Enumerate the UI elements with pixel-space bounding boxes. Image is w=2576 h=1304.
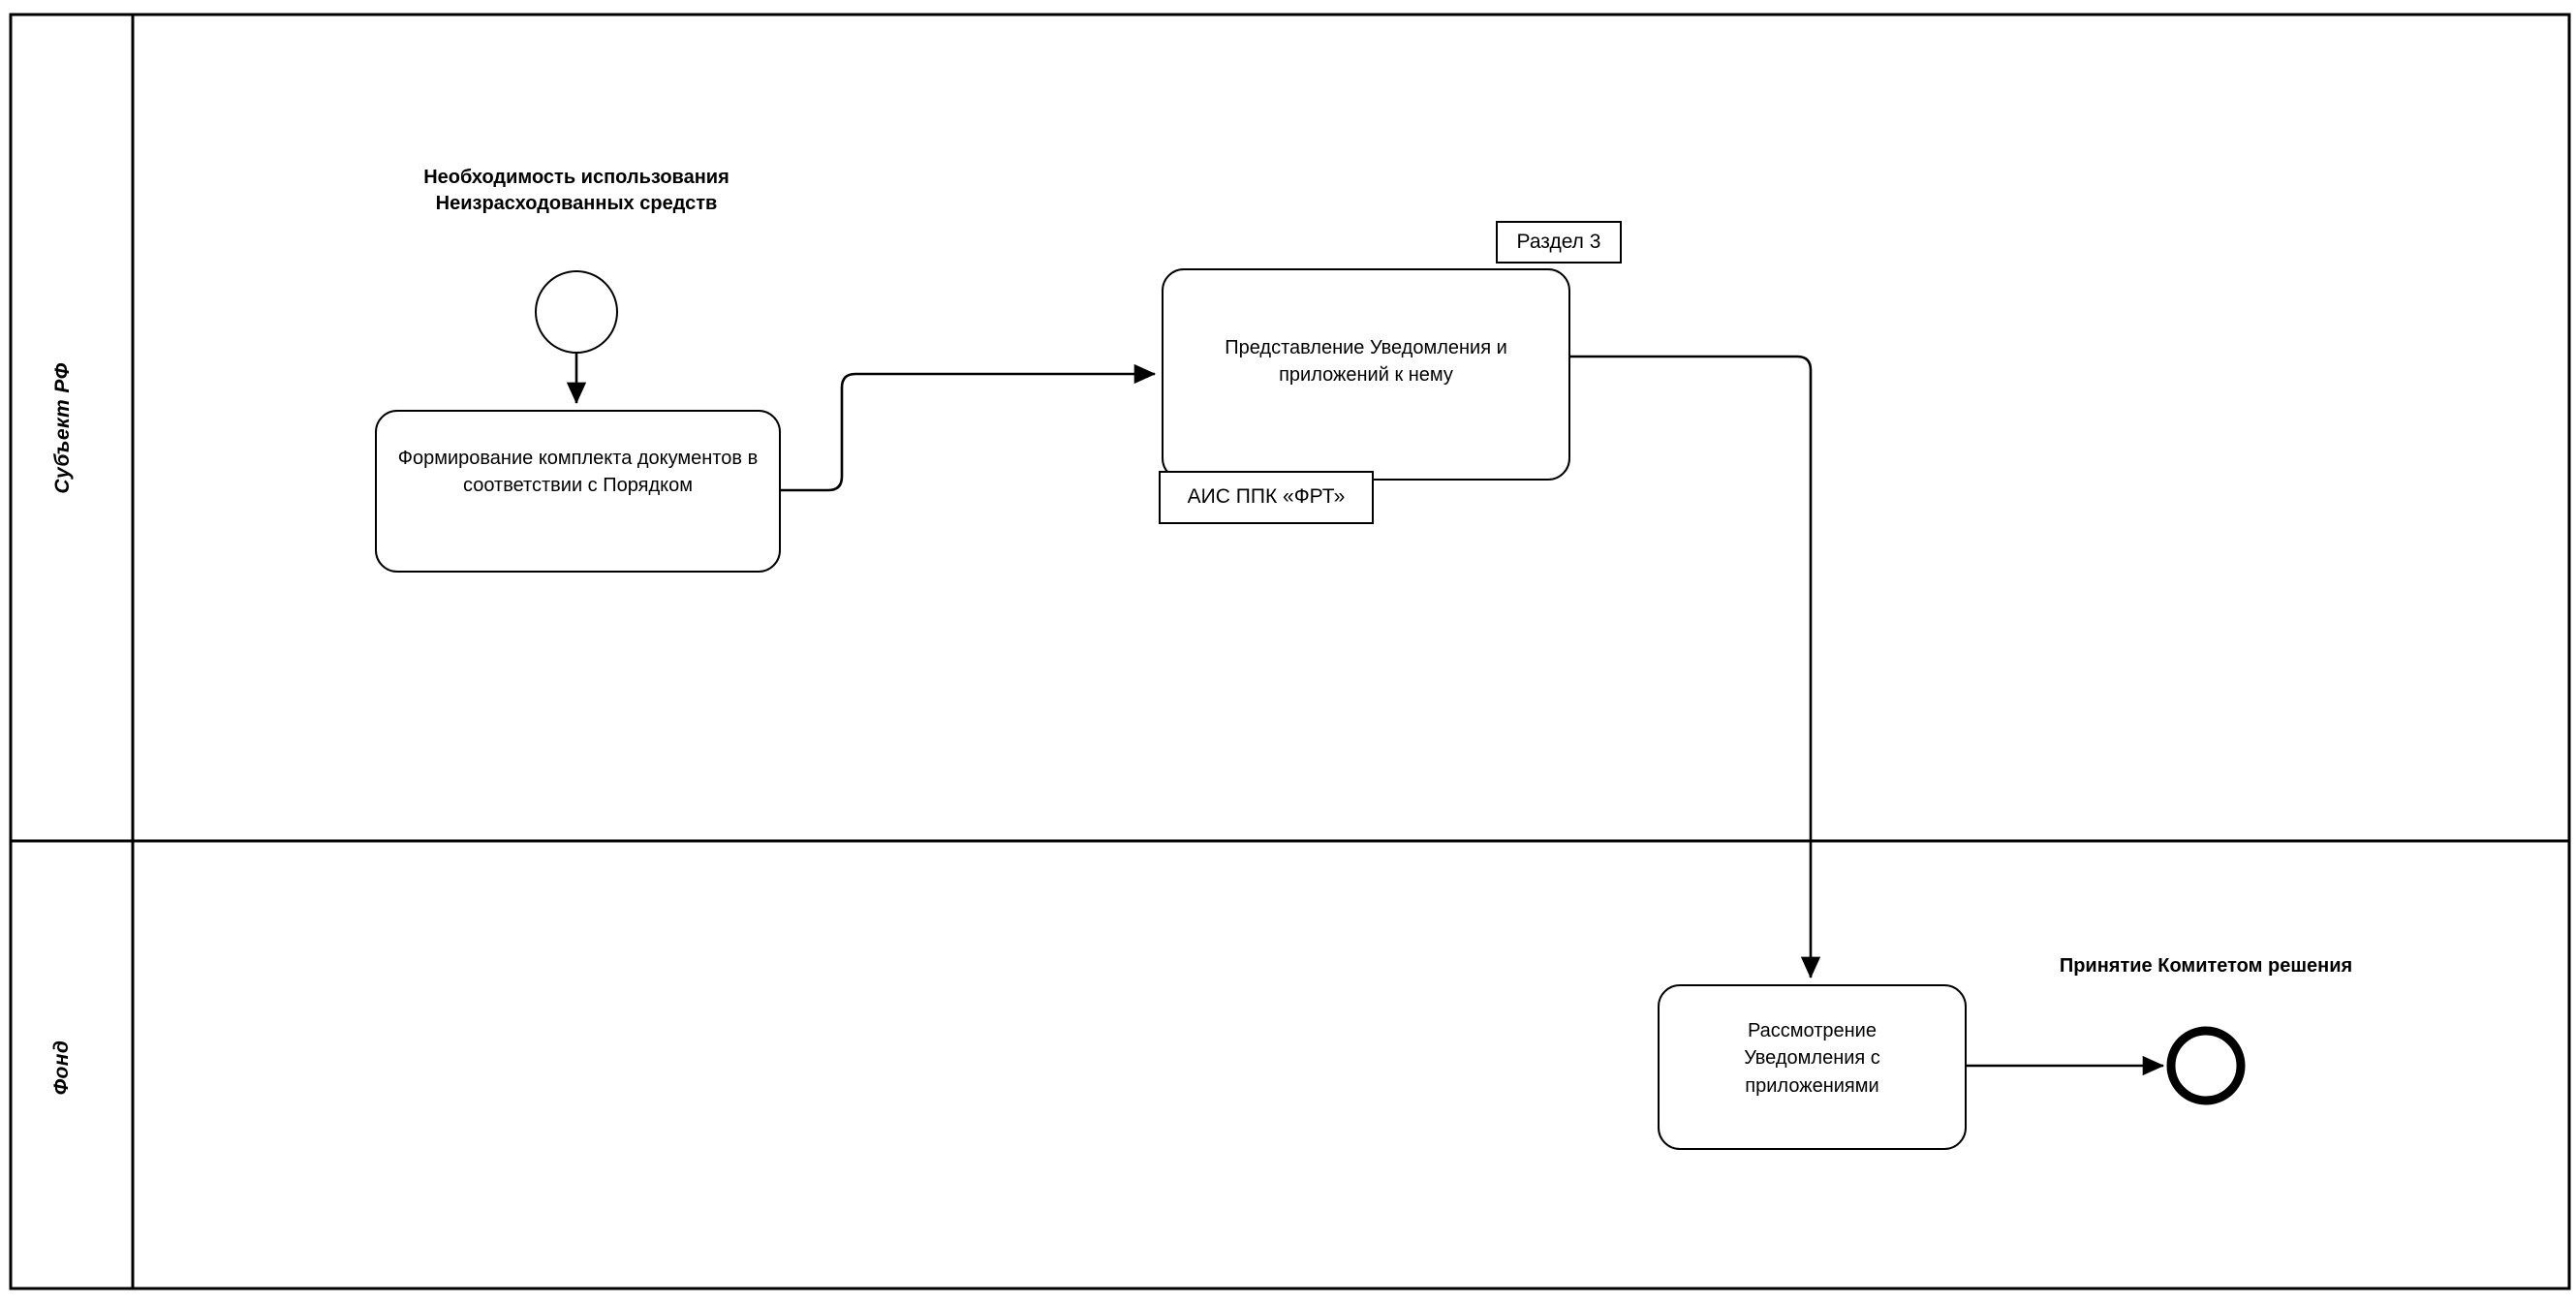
annotation-system-box[interactable] — [1159, 471, 1374, 524]
annotation-section-box[interactable] — [1496, 221, 1622, 264]
lane-label-fund: Фонд — [50, 1040, 73, 1096]
end-event-label: Принятие Комитетом решения — [2059, 955, 2353, 977]
task-review-notification[interactable] — [1658, 984, 1967, 1150]
task-form-documents[interactable] — [375, 410, 781, 573]
pool-border — [9, 13, 2571, 1290]
lane-label-subject: Субъект РФ — [51, 362, 74, 494]
start-event[interactable] — [535, 270, 618, 354]
start-event-label: Необходимость использования Неизрасходов… — [423, 167, 729, 214]
end-event[interactable] — [2166, 1026, 2246, 1105]
annotation-section-label: Раздел 3 — [1516, 231, 1601, 253]
flow-submit-to-review — [1569, 355, 1821, 979]
task-submit-notification[interactable] — [1162, 268, 1570, 481]
annotation-system-label: АИС ППК «ФРТ» — [1187, 485, 1346, 508]
flow-form-to-submit — [780, 363, 1157, 492]
